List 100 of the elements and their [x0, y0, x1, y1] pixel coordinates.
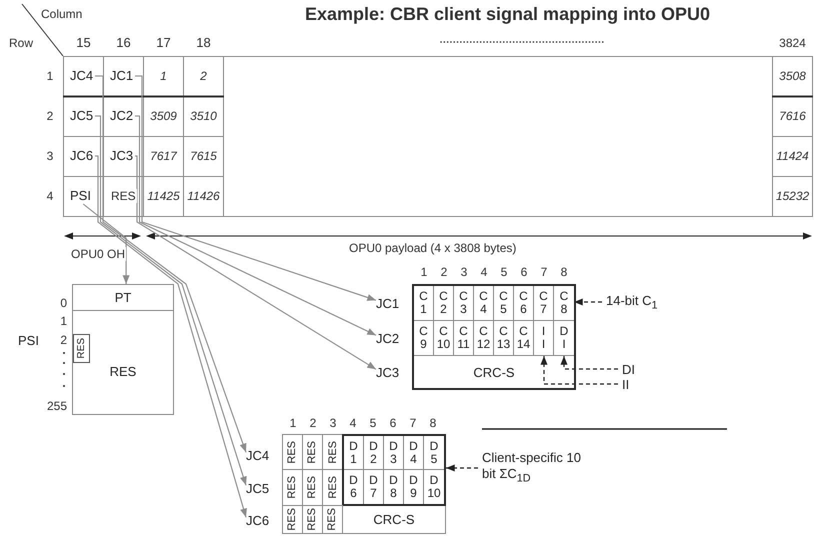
bit-cell: D I — [554, 321, 574, 356]
bit-cell: D 8 — [384, 470, 404, 504]
mapping-arrow — [134, 155, 376, 370]
overhead-field-label: PSI — [70, 188, 92, 204]
axis-label: 7616 — [778, 109, 807, 123]
axis-label: 4 — [480, 265, 488, 279]
bit-cell: C 1 — [414, 286, 434, 321]
crc-cell: CRC-S — [343, 506, 445, 533]
bit-cell: C 13 — [494, 321, 514, 356]
crc-cell: CRC-S — [414, 356, 574, 388]
annotation-text: II — [618, 376, 646, 392]
mapping-arrow — [82, 204, 130, 284]
row-label: JC3 — [376, 363, 408, 381]
axis-label: 1 — [288, 416, 298, 430]
psi-table — [72, 284, 174, 415]
reserved-cell: RES — [303, 506, 323, 533]
overhead-field-label: JC3 — [110, 148, 135, 164]
axis-label: 7 — [408, 416, 418, 430]
axis-label: 0 — [59, 296, 68, 310]
reserved-cell: RES — [303, 435, 323, 470]
overhead-field-label: JC6 — [70, 148, 95, 164]
axis-label: OPU0 payload (4 x 3808 bytes) — [348, 241, 518, 255]
axis-label: 15 — [75, 35, 92, 50]
row-label: JC1 — [376, 294, 408, 312]
axis-label: 7 — [540, 265, 548, 279]
pointer-arrow — [560, 356, 618, 370]
axis-label: 3 — [328, 416, 338, 430]
payload-type-cell: PT — [73, 285, 173, 311]
reserved-cell: RES — [283, 506, 303, 533]
axis-label: 2 — [440, 265, 448, 279]
pointer-arrow — [446, 464, 478, 472]
bit-cell: D 5 — [424, 436, 444, 470]
bit-cell: C 4 — [474, 286, 494, 321]
reserved-cell: RES — [73, 334, 90, 363]
annotation-text: DI — [618, 361, 646, 377]
bit-cell: D 3 — [384, 436, 404, 470]
axis-label: 6 — [388, 416, 398, 430]
axis-label: Column — [40, 7, 84, 21]
annotation-text: Client-specific 10 bit ΣC$_{1D}$ — [478, 450, 590, 486]
bit-cell: C 7 — [534, 286, 554, 321]
side-label: PSI — [18, 333, 39, 349]
axis-label: 4 — [46, 189, 54, 203]
pointer-arrow — [574, 298, 602, 306]
axis-label: 17 — [155, 35, 172, 50]
axis-label: 7617 — [149, 149, 178, 163]
row-label: JC2 — [376, 329, 408, 347]
bit-cell: C 11 — [454, 321, 474, 356]
mapping-arrow — [95, 115, 247, 486]
axis-label: 16 — [115, 35, 132, 50]
bit-cell: C 12 — [474, 321, 494, 356]
mapping-arrow — [135, 115, 376, 336]
bit-cell: C 14 — [514, 321, 534, 356]
axis-label: 7615 — [189, 149, 218, 163]
bit-cell: I I — [534, 321, 554, 356]
bit-cell: C 5 — [494, 286, 514, 321]
axis-label: 4 — [348, 416, 358, 430]
diagram-title: Example: CBR client signal mapping into OPU0 — [305, 5, 710, 23]
row-label: JC5 — [246, 479, 278, 497]
overhead-field-label: JC4 — [70, 68, 95, 84]
justification-table — [282, 434, 446, 534]
axis-label: 3 — [460, 265, 468, 279]
axis-label: 8 — [560, 265, 568, 279]
overhead-field-label: JC2 — [110, 108, 135, 124]
bit-cell: D 7 — [364, 470, 384, 504]
axis-label: RES — [110, 189, 137, 203]
axis-label: 11425 — [146, 189, 181, 203]
pointer-arrow — [540, 356, 618, 385]
overhead-field-label: JC1 — [110, 68, 135, 84]
axis-label: 3 — [46, 149, 54, 163]
bit-cell: D 2 — [364, 436, 384, 470]
mapping-arrow — [135, 75, 376, 301]
reserved-cell: RES — [283, 435, 303, 470]
reserved-cell: RES — [323, 506, 343, 533]
reserved-cell: RES — [283, 470, 303, 506]
axis-label: 1 — [46, 69, 54, 83]
axis-label: 5 — [368, 416, 378, 430]
axis-label: 3824 — [778, 36, 807, 50]
axis-label: 5 — [500, 265, 508, 279]
reserved-cell: RES — [323, 435, 343, 470]
bit-cell: D 1 — [344, 436, 364, 470]
axis-label: 3509 — [149, 109, 178, 123]
overhead-field-label: JC5 — [70, 108, 95, 124]
area-label: RES — [110, 364, 136, 379]
row-label: JC4 — [246, 446, 278, 464]
axis-label: 11426 — [186, 189, 221, 203]
data-block — [342, 434, 446, 506]
bit-cell: D 9 — [404, 470, 424, 504]
mapping-arrow — [94, 155, 247, 518]
bit-cell: C 10 — [434, 321, 454, 356]
axis-label: 1 — [159, 69, 168, 83]
axis-label: 2 — [199, 69, 208, 83]
bit-cell: D 6 — [344, 470, 364, 504]
bit-cell: D 4 — [404, 436, 424, 470]
axis-label: 255 — [46, 399, 68, 413]
reserved-cell: RES — [323, 470, 343, 506]
axis-label: 3508 — [778, 69, 807, 83]
axis-label: 2 — [46, 109, 54, 123]
axis-label: OPU0 OH — [70, 247, 126, 261]
bit-cell: C 6 — [514, 286, 534, 321]
axis-label: 3510 — [189, 109, 218, 123]
